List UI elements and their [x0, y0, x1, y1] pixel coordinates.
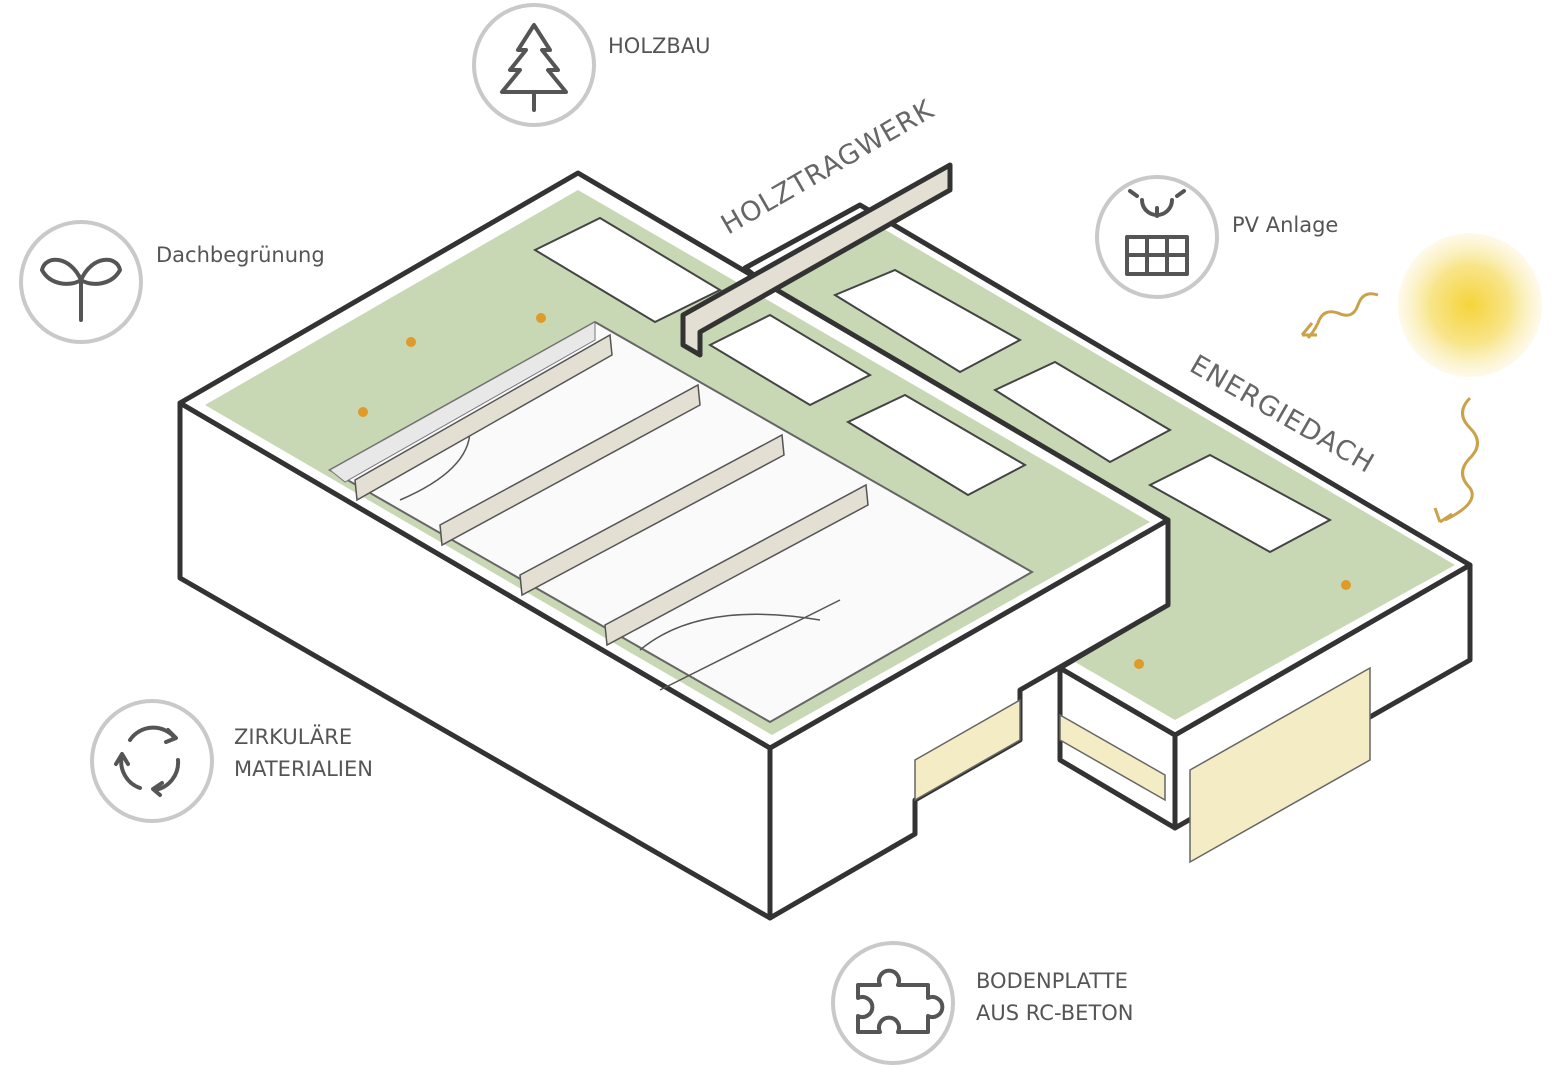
court-lines: [399, 429, 841, 691]
holztragwerk-label: HOLZTRAGWERK: [716, 94, 940, 241]
bodenplatte-label-2: AUS RC-BETON: [976, 1001, 1134, 1025]
connector-glass: [1059, 713, 1166, 802]
tree-icon: [500, 23, 568, 112]
arrowhead-icon: [1433, 507, 1453, 524]
sprout-icon: [40, 257, 122, 322]
solar-panel-icon: [1125, 189, 1189, 276]
sun-icon: [1398, 233, 1542, 377]
holzbau-label: HOLZBAU: [608, 34, 711, 58]
dachbegruenung-badge: Dachbegrünung: [19, 220, 325, 344]
pv-badge: PV Anlage: [1095, 175, 1338, 299]
timber-beam: [519, 433, 785, 597]
pv-anlage-label: PV Anlage: [1232, 213, 1338, 237]
arrowhead-icon: [1300, 322, 1317, 337]
pv-modules: [532, 216, 1333, 554]
timber-beam: [604, 483, 869, 647]
timber-beam: [439, 383, 701, 547]
pv-module: [832, 268, 1023, 374]
main-building: [177, 170, 1351, 921]
zirkulaere-label-1: ZIRKULÄRE: [234, 724, 352, 749]
pv-module: [1147, 453, 1333, 554]
zirkulaere-badge: ZIRKULÄRE MATERIALIEN: [90, 699, 373, 823]
bodenplatte-label-1: BODENPLATTE: [976, 969, 1128, 993]
main-glass-facade: [914, 698, 1021, 802]
pv-module: [845, 393, 1028, 497]
wing-glass-facade: [1189, 666, 1371, 864]
sunray-arrow-icon: [1306, 292, 1379, 340]
flower-icons: [358, 313, 1351, 669]
pv-module: [707, 313, 873, 407]
dachbegruenung-label: Dachbegrünung: [156, 243, 325, 267]
pv-module: [992, 360, 1173, 464]
puzzle-icon: [856, 968, 945, 1034]
recycle-icon: [114, 725, 181, 797]
zirkulaere-label-2: MATERIALIEN: [234, 757, 373, 781]
pv-module: [532, 216, 723, 324]
sunray-arrow-icon: [1444, 396, 1479, 522]
hall-inner-wall: [329, 321, 596, 483]
holztragwerk-beam: [680, 162, 953, 358]
holzbau-badge: HOLZBAU: [472, 3, 711, 127]
timber-beam: [354, 333, 613, 502]
bodenplatte-badge: BODENPLATTE AUS RC-BETON: [831, 941, 1134, 1065]
